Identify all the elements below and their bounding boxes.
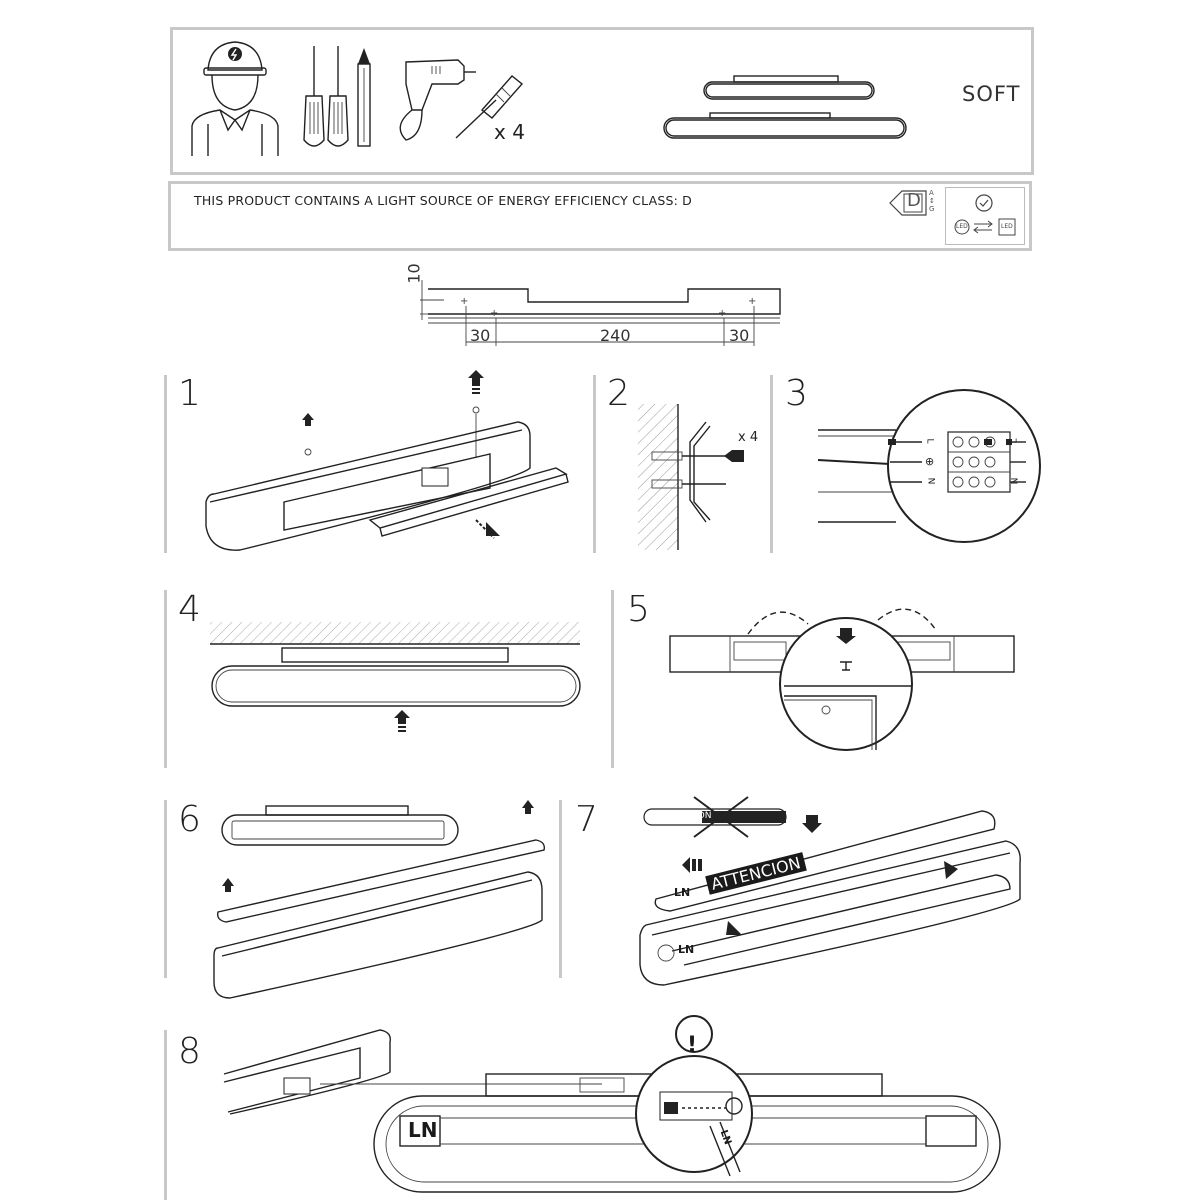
step1-drawing xyxy=(205,370,569,551)
step8-ln-label: LN xyxy=(408,1118,438,1142)
step3-drawing xyxy=(817,389,1041,543)
step8-warning: ! xyxy=(687,1033,698,1058)
wall-plug-icon xyxy=(455,75,524,139)
dimension-right: 30 xyxy=(729,326,750,345)
dimension-height: 10 xyxy=(404,263,424,284)
step1-divider xyxy=(164,375,167,553)
dimension-center: 240 xyxy=(600,326,631,345)
energy-scale-mid: ↕ xyxy=(929,197,935,205)
step7-crossed-label: ATTENCION xyxy=(660,811,712,821)
drill-icon xyxy=(399,59,476,141)
svg-text:+: + xyxy=(718,308,726,319)
step3-terminal-l-right: L xyxy=(1009,438,1020,444)
step2-quantity: x 4 xyxy=(738,430,759,445)
fixture-outline-icon xyxy=(663,75,907,139)
step-number-8: 8 xyxy=(178,1031,201,1072)
step-number-2: 2 xyxy=(607,373,630,414)
tools-panel xyxy=(170,27,1034,175)
step7-ln-bottom: LN xyxy=(678,943,695,956)
svg-text:+: + xyxy=(490,308,498,319)
step3-terminal-l: L xyxy=(924,438,935,444)
product-name: SOFT xyxy=(962,82,1021,106)
step3-terminal-n: N xyxy=(925,477,936,485)
step-number-6: 6 xyxy=(178,799,201,840)
step2-drawing xyxy=(638,404,744,550)
step3-terminal-pe: ⊕ xyxy=(925,455,935,468)
step6-drawing xyxy=(213,800,546,999)
step2-divider xyxy=(593,375,596,553)
step7-divider xyxy=(559,800,562,978)
step-number-4: 4 xyxy=(178,589,201,630)
step4-divider xyxy=(164,590,167,768)
step8-divider xyxy=(164,1030,167,1200)
bulb-label-left: LED xyxy=(956,223,968,230)
energy-scale-top: A xyxy=(929,189,934,197)
step-number-7: 7 xyxy=(575,799,598,840)
bulb-label-right: LED xyxy=(1001,223,1013,230)
energy-scale-bottom: G xyxy=(929,205,935,213)
step3-divider xyxy=(770,375,773,553)
step-number-5: 5 xyxy=(627,589,650,630)
screwdriver-icon xyxy=(303,46,371,147)
dimension-drawing: + + + + xyxy=(420,280,781,346)
step-number-3: 3 xyxy=(785,373,808,414)
bulb-swap-box xyxy=(945,187,1025,245)
step6-divider xyxy=(164,800,167,978)
step8-drawing xyxy=(223,1015,1001,1193)
step4-drawing xyxy=(210,622,581,732)
dimension-left: 30 xyxy=(470,326,491,345)
bulb-swap-icon xyxy=(954,194,1016,236)
step5-divider xyxy=(611,590,614,768)
svg-text:+: + xyxy=(748,296,756,307)
energy-notice: THIS PRODUCT CONTAINS A LIGHT SOURCE OF … xyxy=(194,193,692,208)
energy-class-letter: D xyxy=(907,190,921,211)
step7-ln-top: LN xyxy=(674,886,691,899)
energy-class-badge xyxy=(889,190,927,216)
energy-panel xyxy=(168,181,1032,251)
svg-text:+: + xyxy=(460,296,468,307)
step7-drawing xyxy=(639,796,1021,986)
step3-terminal-n-right: N xyxy=(1010,477,1021,485)
screw-quantity: x 4 xyxy=(494,120,525,144)
electrician-icon xyxy=(191,41,279,156)
step-number-1: 1 xyxy=(178,373,201,414)
step5-drawing xyxy=(669,608,1015,751)
